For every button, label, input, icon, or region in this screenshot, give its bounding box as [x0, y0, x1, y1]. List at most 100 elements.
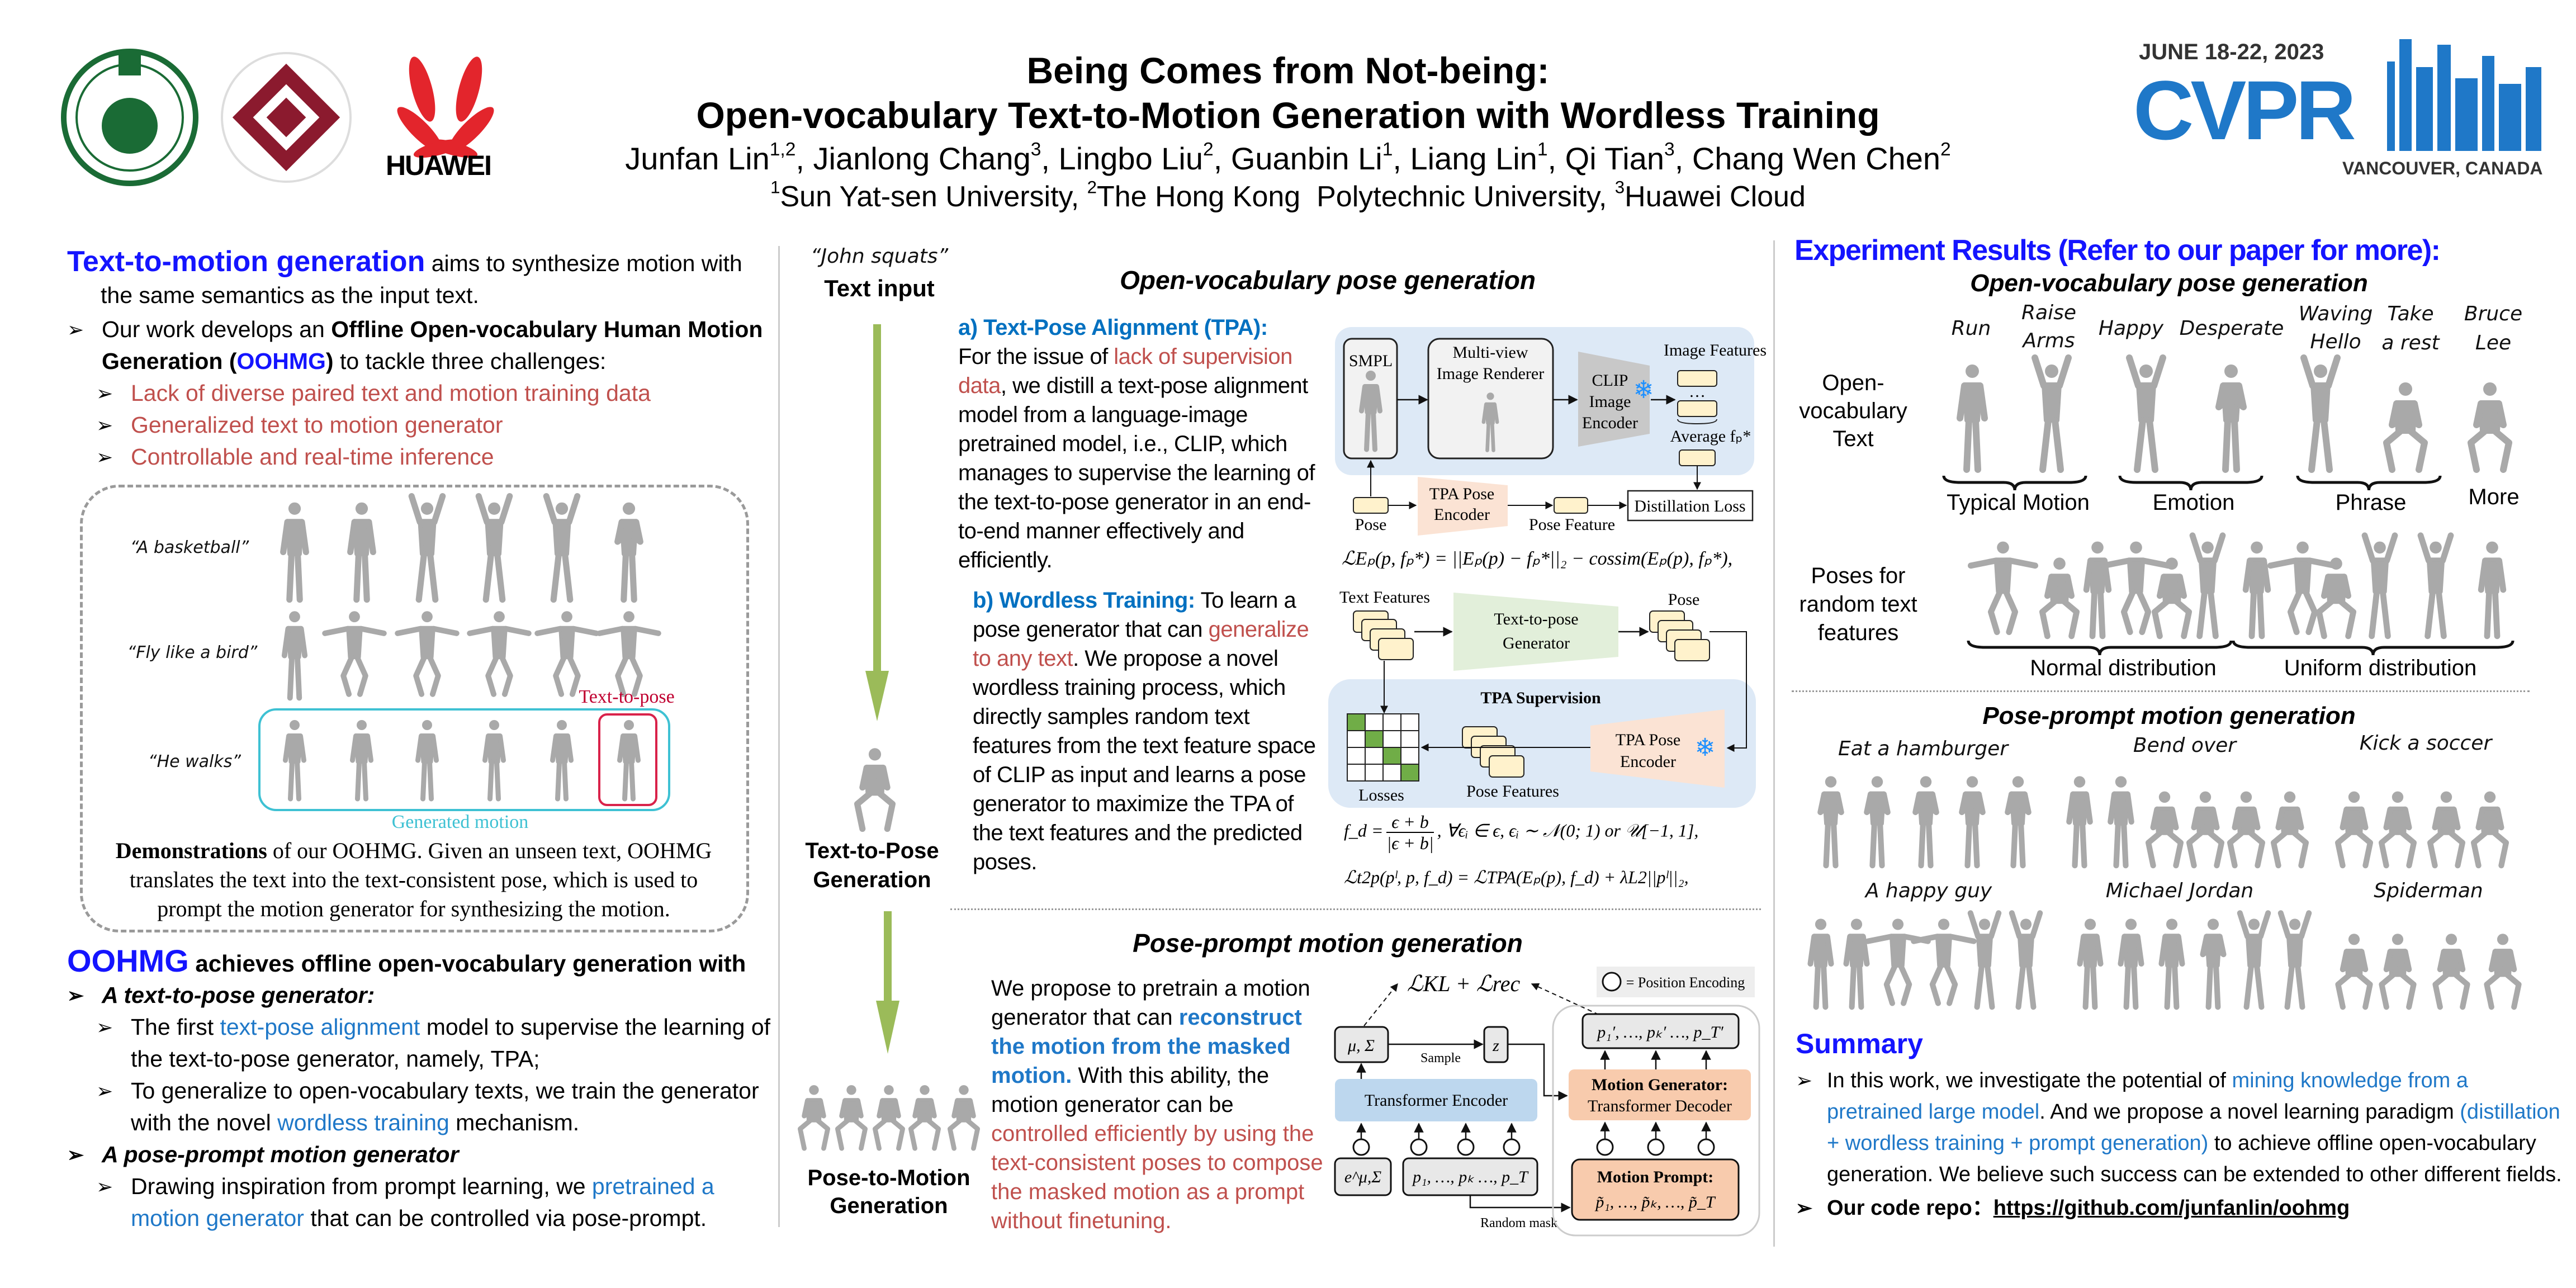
- human-pose-figure: [950, 1085, 977, 1148]
- pose-caption: Arms: [2023, 329, 2075, 352]
- motion-caption: Spiderman: [2374, 879, 2483, 902]
- human-pose-figure: [2148, 792, 2181, 866]
- tpa-pose-encoder-block: [1590, 709, 1725, 788]
- contributions-section: OOHMG achieves offline open-vocabulary g…: [67, 945, 773, 1234]
- list-item: ➢Our code repo：https://github.com/junfan…: [1796, 1192, 2567, 1224]
- svg-text:Image Features: Image Features: [1664, 341, 1767, 359]
- pose-box: [1353, 497, 1389, 514]
- human-pose-figure: [1867, 776, 1887, 865]
- wordless-description: b) Wordless Training: To learn a pose ge…: [973, 588, 1316, 874]
- pose-caption: Hello: [2310, 330, 2361, 353]
- tpa-heading: a) Text-Pose Alignment (TPA):: [958, 315, 1268, 340]
- svg-text:…: …: [1689, 382, 1706, 401]
- svg-text:ℒKL + ℒrec: ℒKL + ℒrec: [1407, 971, 1521, 996]
- wordless-heading: b) Wordless Training:: [973, 588, 1195, 613]
- pose-caption: Happy: [2098, 317, 2164, 340]
- svg-text:TPA Pose: TPA Pose: [1616, 731, 1680, 749]
- svg-text:Random mask: Random mask: [1480, 1216, 1557, 1230]
- oohmg-heading: OOHMG: [67, 943, 189, 978]
- challenge-item: ➢Controllable and real-time inference: [96, 441, 773, 473]
- pose-prompt-diagram: = Position Encoding ℒKL + ℒrec μ, Σ Samp…: [1334, 967, 1760, 1237]
- human-pose-figure: [1915, 776, 1936, 865]
- group-label: Phrase: [2335, 490, 2407, 515]
- demo-prompt: “Fly like a bird”: [127, 643, 258, 662]
- huawei-wordmark: HUAWEI: [386, 150, 492, 181]
- generated-motion-label: Generated motion: [391, 812, 529, 832]
- human-pose-figure: [2430, 792, 2463, 866]
- affiliation-list: 1Sun Yat-sen University 2The Hong Kong P…: [770, 179, 1806, 214]
- position-encoding-icon: [1602, 972, 1622, 992]
- svg-text:Losses: Losses: [1358, 786, 1404, 804]
- bullet-arrow-icon: ➢: [1796, 1196, 1813, 1219]
- svg-text:TPA Supervision: TPA Supervision: [1480, 689, 1601, 707]
- human-pose-figure: [2129, 358, 2163, 470]
- pose-caption: Waving: [2298, 302, 2373, 325]
- results-subheading: Pose-prompt motion generation: [1982, 702, 2356, 730]
- pose-caption: Take: [2387, 302, 2434, 325]
- svg-text:Encoder: Encoder: [1582, 414, 1638, 432]
- human-pose-figure: [2435, 934, 2467, 1007]
- author: Guanbin Li1: [1231, 140, 1410, 176]
- human-pose-figure: [1811, 918, 1831, 1007]
- cvpr-skyline: [2387, 39, 2541, 151]
- human-pose-figure: [1971, 542, 2035, 632]
- author: Junfan Lin1,2: [625, 140, 813, 176]
- svg-text:Text Features: Text Features: [1339, 588, 1430, 607]
- svg-text:p₁′, …, pₖ′ …, p_T′: p₁′, …, pₖ′ …, p_T′: [1596, 1023, 1723, 1041]
- motion-caption: A happy guy: [1865, 879, 1992, 902]
- feature-sampling-formula: f_d =ϵ + b|ϵ + b|, ∀ϵᵢ ∈ ϵ, ϵᵢ ∼ 𝒩(0; 1)…: [1344, 812, 1699, 853]
- group-brace: [1967, 640, 2233, 656]
- section-title: Open-vocabulary pose generation: [1120, 266, 1536, 295]
- group-label: Emotion: [2152, 490, 2235, 515]
- group-brace: [2232, 640, 2515, 656]
- summary-heading: Summary: [1796, 1028, 1923, 1059]
- poster-title-line2: Open-vocabulary Text-to-Motion Generatio…: [696, 94, 1880, 136]
- author-list: Junfan Lin1,2 Jianlong Chang3 Lingbo Liu…: [625, 140, 1950, 177]
- human-pose-figure: [875, 1085, 902, 1148]
- human-pose-figure: [2203, 918, 2224, 1007]
- svg-text:Motion Prompt:: Motion Prompt:: [1597, 1168, 1714, 1186]
- challenge-item: ➢Lack of diverse paired text and motion …: [96, 377, 773, 409]
- results-subheading: Open-vocabulary pose generation: [1970, 269, 2368, 297]
- bullet-arrow-icon: ➢: [96, 1016, 113, 1039]
- bullet-arrow-icon: ➢: [1796, 1069, 1813, 1092]
- pose-caption: Desperate: [2179, 317, 2284, 340]
- section-divider: [950, 908, 1761, 910]
- text-input-label: Text input: [824, 275, 935, 301]
- human-pose-figure: [2481, 542, 2503, 636]
- t2p-loss-formula: ℒt2p(pˡ, p, f_d) = ℒTPA(Eₚ(p), f_d) + λL…: [1344, 867, 1689, 887]
- motion-caption: Bend over: [2133, 734, 2237, 757]
- human-pose-figure: [800, 1085, 827, 1148]
- svg-text:Sample: Sample: [1420, 1051, 1461, 1066]
- conference-location: VANCOUVER, CANADA: [2342, 158, 2543, 178]
- list-item: ➢To generalize to open-vocabulary texts,…: [96, 1075, 773, 1139]
- sysu-logo: [61, 49, 198, 186]
- example-text-quote: “John squats”: [810, 245, 949, 268]
- svg-text:Text-to-pose: Text-to-pose: [1494, 610, 1578, 628]
- flow-arrow-2: [876, 911, 899, 1054]
- svg-text:Image Renderer: Image Renderer: [1437, 364, 1544, 383]
- human-pose-figure: [2035, 358, 2068, 470]
- human-pose-figure: [2007, 776, 2028, 865]
- legend-box: [1597, 967, 1755, 997]
- human-pose-figure: [2474, 792, 2506, 866]
- code-repo-link[interactable]: https://github.com/junfanlin/oohmg: [1993, 1196, 2350, 1220]
- snowflake-icon: ❄: [1633, 376, 1654, 404]
- human-pose-figure: [2086, 542, 2109, 636]
- pose-caption: Run: [1951, 317, 1991, 340]
- author: Liang Lin1: [1410, 140, 1565, 176]
- generated-motion-frame: [258, 708, 670, 811]
- tpa-pose-encoder-block: [1418, 477, 1508, 536]
- svg-text:= Position Encoding: = Position Encoding: [1626, 974, 1745, 991]
- human-pose-figure: [2012, 913, 2040, 1007]
- human-pose-figure: [2189, 792, 2222, 866]
- list-item: ➢A text-to-pose generator:: [67, 979, 773, 1011]
- human-pose-figure: [2193, 536, 2223, 636]
- list-item: ➢A pose-prompt motion generator: [67, 1139, 773, 1171]
- pose-caption: Lee: [2475, 332, 2512, 354]
- human-pose-figure: [837, 1085, 865, 1148]
- demo-caption: Demonstrations of our OOHMG. Given an un…: [115, 838, 712, 921]
- motion-prompt-block: [1571, 1158, 1740, 1221]
